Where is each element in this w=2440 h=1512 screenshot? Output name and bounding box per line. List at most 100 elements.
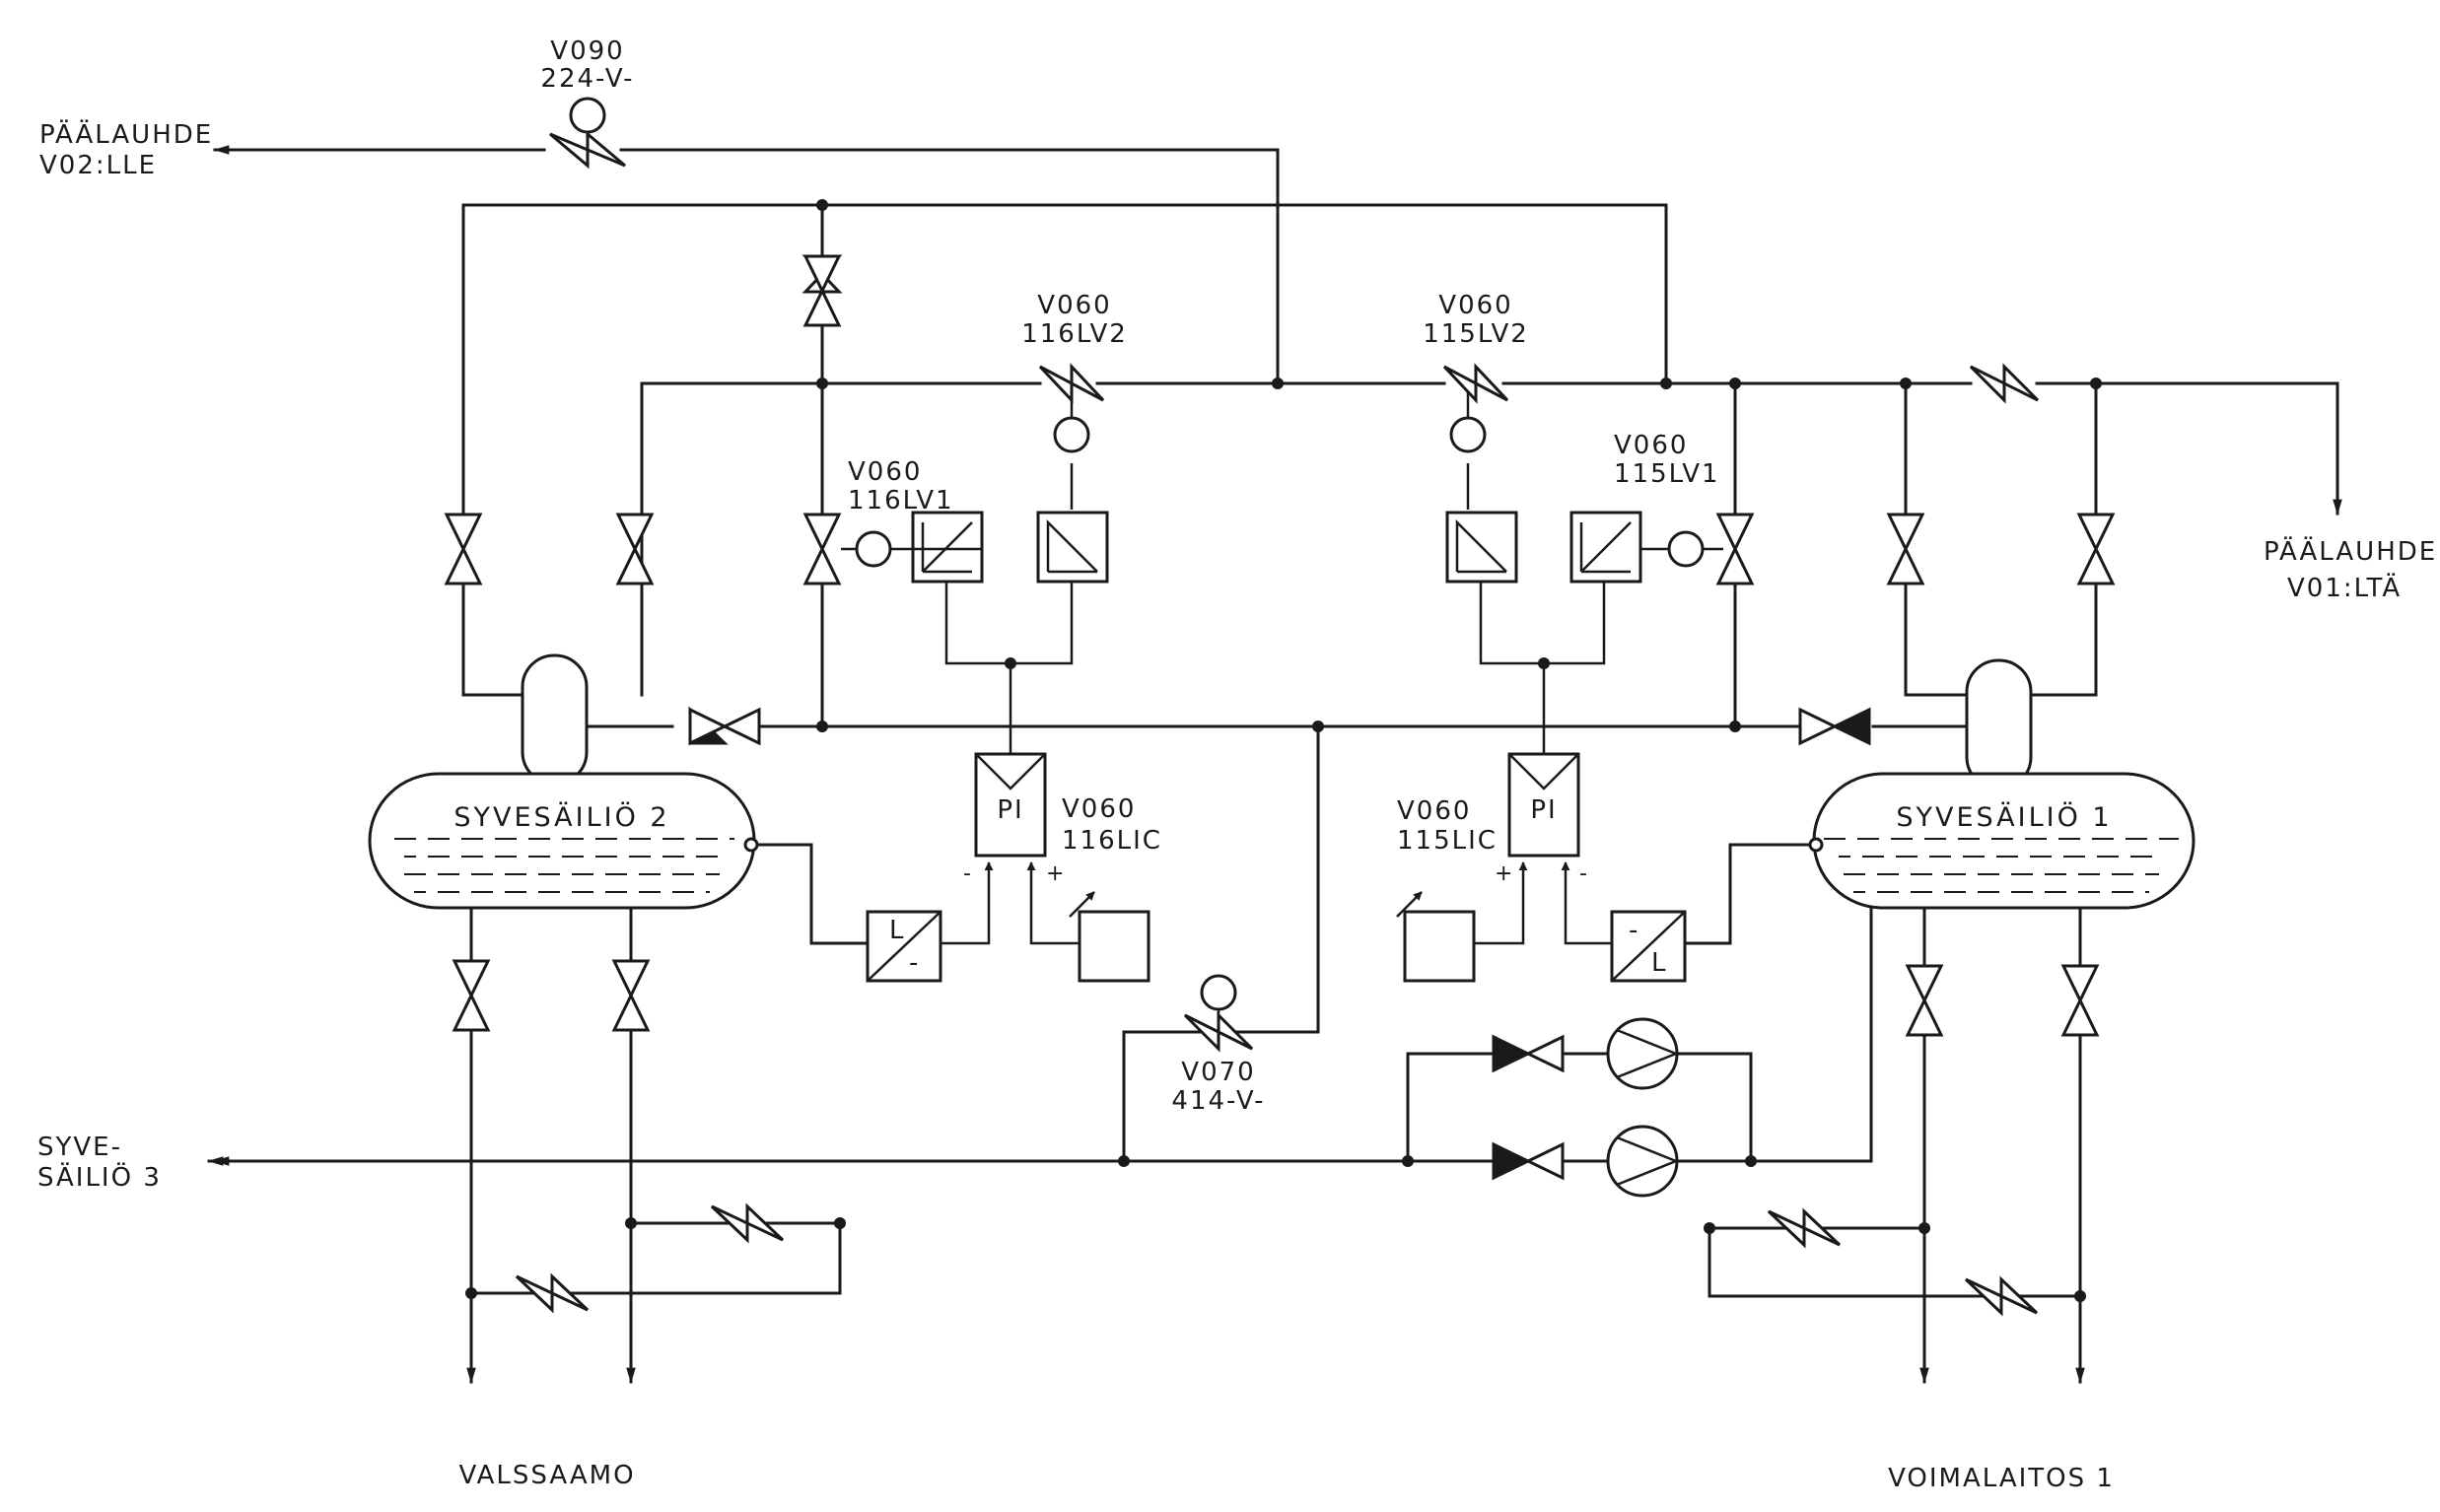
controller-115: PI V060 115LIC - + <box>1397 752 1587 886</box>
check-valve-right-b[interactable] <box>1831 707 1871 746</box>
positioner-116lv1-ramp-icon <box>921 521 973 574</box>
valve-tank2-cross-upper[interactable] <box>710 1203 785 1244</box>
controller-116-plus: + <box>1046 861 1064 886</box>
junction <box>1729 721 1741 732</box>
level-transmitter-2-top: L <box>889 916 906 945</box>
pump-upper[interactable] <box>1606 1017 1679 1090</box>
junction <box>1745 1155 1757 1167</box>
v070-actuator-icon <box>1200 974 1237 1011</box>
v060-116lv1-valve[interactable] <box>802 513 842 585</box>
pumps <box>1606 1017 1679 1198</box>
controller-116-symbol: PI <box>997 795 1023 825</box>
v060-115lv2-valve[interactable] <box>1442 363 1509 404</box>
junction <box>1918 1222 1930 1234</box>
setpoint-116-box[interactable] <box>1078 910 1150 983</box>
signal-sp-to-c115 <box>1474 861 1528 945</box>
v070-sublabel: 414-V- <box>1171 1086 1265 1116</box>
endpoint-rolling-mill: VALSSAAMO <box>458 1461 635 1490</box>
valve-tank2-vent-a[interactable] <box>444 513 483 585</box>
controller-116-chevron-icon <box>975 753 1046 790</box>
level-transmitter-1-top: - <box>1629 916 1639 945</box>
v070-valve[interactable] <box>1183 1011 1254 1053</box>
v060-116lv1-label: V060 <box>848 457 922 487</box>
pump-lower-check-b[interactable] <box>1524 1141 1565 1181</box>
controller-116-box[interactable] <box>974 752 1047 858</box>
pump-upper-check-b[interactable] <box>1524 1034 1565 1073</box>
junction <box>1538 657 1550 669</box>
v060-115lv2-label: V060 <box>1438 291 1512 320</box>
setpoint-116 <box>1069 891 1150 983</box>
tank-1: SYVESÄILIÖ 1 <box>1812 658 2196 910</box>
v090-valve[interactable] <box>549 130 626 170</box>
junction <box>625 1217 637 1229</box>
junction <box>834 1217 846 1229</box>
pump-lower-glyph <box>1616 1135 1677 1187</box>
signal-c116-outputs <box>944 603 1074 665</box>
tank-1-label: SYVESÄILIÖ 1 <box>1896 801 2112 833</box>
valve-tank2-vent-b[interactable] <box>615 513 655 585</box>
signal-lt1-to-c115 <box>1561 861 1612 945</box>
valve-tank1-outlet-a[interactable] <box>1905 964 1944 1037</box>
tank-1-vessel <box>1812 772 2196 910</box>
v070-label: V070 <box>1181 1058 1255 1087</box>
check-valve-left-a[interactable] <box>688 707 729 746</box>
tank-1-level-tap <box>1808 837 1824 853</box>
tank-2-level-tap <box>743 837 759 853</box>
tank-2-label: SYVESÄILIÖ 2 <box>453 801 669 833</box>
controller-115-box[interactable] <box>1507 752 1580 858</box>
pump-lower[interactable] <box>1606 1125 1679 1198</box>
junction <box>465 1287 477 1299</box>
v090-actuator-icon <box>569 97 606 134</box>
junction <box>1272 378 1284 389</box>
pump-upper-check-a[interactable] <box>1492 1034 1532 1073</box>
v060-115lv1-valve[interactable] <box>1715 513 1755 585</box>
tank-2-vessel <box>368 772 756 910</box>
controller-115-symbol: PI <box>1530 795 1557 825</box>
valve-tank1-vent-b[interactable] <box>2076 513 2116 585</box>
controller-115-tag-line1: V060 <box>1397 796 1471 826</box>
level-transmitter-1-bottom: L <box>1651 948 1668 978</box>
check-valve-right-a[interactable] <box>1798 707 1839 746</box>
controller-115-minus: - <box>1579 861 1587 886</box>
controller-115-chevron-icon <box>1508 753 1579 790</box>
endpoint-main-from-v01-line1: PÄÄLAUHDE <box>2264 535 2437 567</box>
signal-lt2-to-c116 <box>922 861 994 945</box>
setpoint-115-box[interactable] <box>1403 910 1476 983</box>
pump-lower-check-a[interactable] <box>1492 1141 1532 1181</box>
valve-tank2-outlet-a[interactable] <box>452 959 491 1032</box>
valve-tank1-outlet-b[interactable] <box>2060 964 2100 1037</box>
junction <box>2074 1290 2086 1302</box>
v090-sublabel: 224-V- <box>540 64 634 94</box>
positioner-115lv2-ramp-icon <box>1455 518 1507 574</box>
controller-116: PI V060 116LIC - + <box>963 752 1160 886</box>
valve-tank2-cross-lower[interactable] <box>515 1272 590 1314</box>
junction <box>1660 378 1672 389</box>
pipe-right-branch-1 <box>1904 381 1969 697</box>
v060-116lv2-label: V060 <box>1037 291 1111 320</box>
valve-tank1-cross-lower[interactable] <box>1964 1275 2039 1317</box>
tank-2-dome <box>521 653 589 786</box>
junction <box>816 199 828 211</box>
endpoint-main-to-v02-line1: PÄÄLAUHDE <box>39 118 213 150</box>
check-valve-left-b[interactable] <box>721 707 761 746</box>
valve-v01-inlet[interactable] <box>1969 363 2040 404</box>
controller-115-plus: + <box>1495 861 1512 886</box>
signal-c115-outputs <box>1479 603 1606 665</box>
setpoint-116-adjust-icon <box>1069 891 1095 918</box>
v060-116lv2-valve[interactable] <box>1038 363 1105 404</box>
valve-tank2-outlet-b[interactable] <box>611 959 651 1032</box>
junction <box>1118 1155 1130 1167</box>
pipe-pump-lower-out <box>1674 906 1873 1163</box>
valve-tank1-vent-a[interactable] <box>1886 513 1925 585</box>
valve-upper-vertical-body[interactable] <box>802 254 842 327</box>
tank-1-dome <box>1965 658 2033 790</box>
endpoint-labels: PÄÄLAUHDE V02:LLE PÄÄLAUHDE V01:LTÄ SYVE… <box>37 118 2437 1493</box>
endpoint-tank3-line2: SÄILIÖ 3 <box>37 1161 162 1193</box>
valve-tank1-cross-upper[interactable] <box>1767 1207 1842 1249</box>
endpoint-main-to-v02-line2: V02:LLE <box>39 151 157 180</box>
actuators <box>569 97 1705 1011</box>
junction <box>1312 721 1324 732</box>
pump-upper-glyph <box>1616 1028 1677 1079</box>
endpoint-power-plant: VOIMALAITOS 1 <box>1888 1464 2115 1493</box>
